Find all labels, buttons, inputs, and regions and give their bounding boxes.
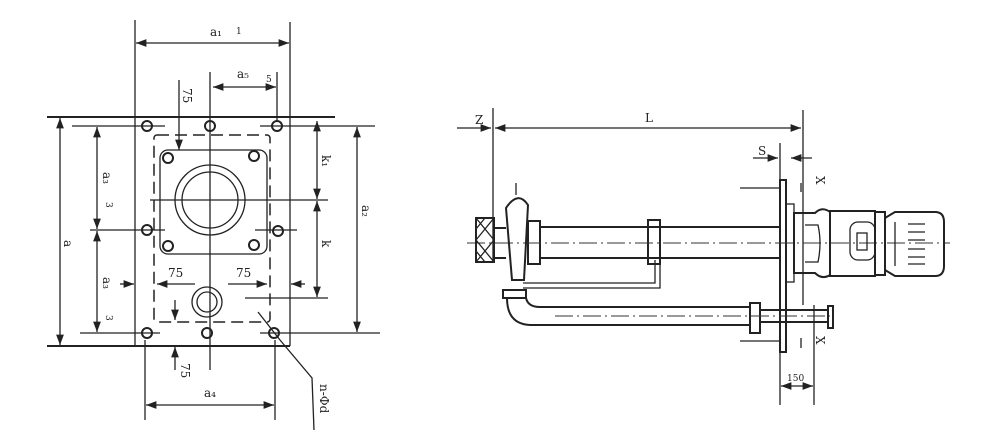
label-a3-lower: a₃ — [100, 277, 114, 289]
label-a5-sub: 5 — [266, 75, 272, 85]
label-l: L — [645, 111, 653, 125]
label-a3-upper: a₃ — [100, 172, 114, 184]
label-x-bottom: X — [813, 336, 827, 345]
label-n-phi-d: n-Φd — [317, 384, 331, 414]
label-k1: k₁ — [319, 155, 333, 167]
label-z: Z — [475, 113, 483, 127]
label-x-top: X — [813, 176, 827, 185]
label-150: 150 — [787, 374, 804, 384]
side-view — [457, 108, 950, 405]
label-a4: a₄ — [204, 386, 216, 400]
plan-view-labels: a₁ 1 a₅ 5 75 a a₃ 3 a₃ 3 75 75 k₁ k a₂ 7… — [61, 25, 373, 414]
label-a3-upper-sub: 3 — [103, 202, 113, 208]
label-a2: a₂ — [359, 205, 373, 217]
label-a: a — [61, 240, 75, 247]
label-k: k — [319, 240, 333, 248]
label-75-bottom: 75 — [178, 363, 192, 378]
label-a1-sub: 1 — [236, 27, 242, 37]
label-a1: a₁ — [210, 25, 222, 39]
plan-view — [47, 20, 380, 431]
label-a5: a₅ — [237, 67, 249, 81]
bolt-holes — [141, 120, 284, 339]
label-s: S — [758, 144, 766, 158]
side-view-labels: Z L S X X 150 — [475, 111, 827, 384]
label-75-right: 75 — [236, 266, 251, 280]
label-a3-lower-sub: 3 — [103, 315, 113, 321]
label-75-top: 75 — [180, 88, 194, 103]
label-75-left: 75 — [168, 266, 183, 280]
